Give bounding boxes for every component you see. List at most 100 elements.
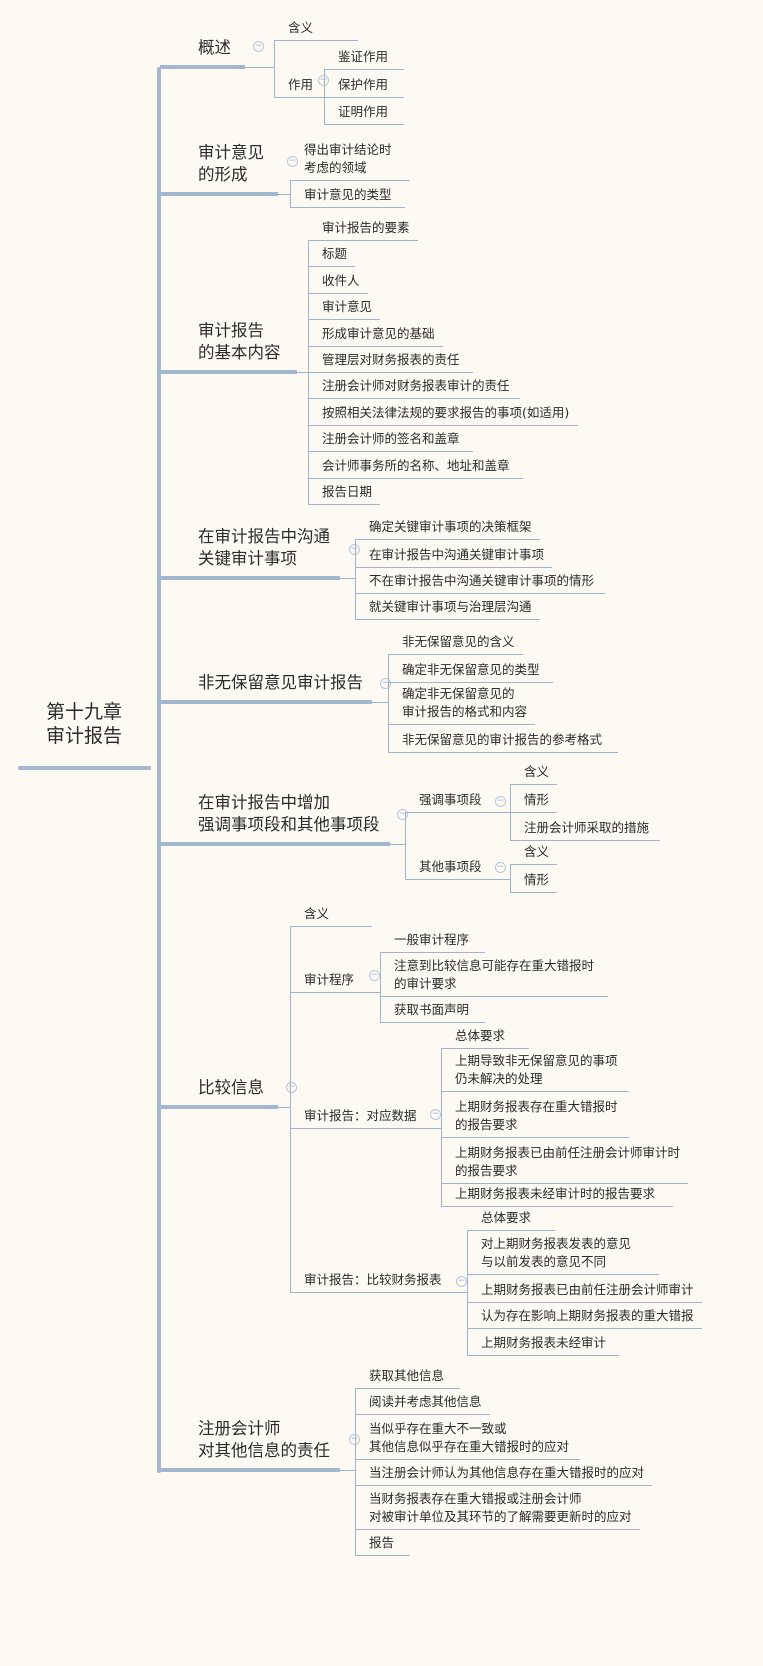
topic-node[interactable]: 上期导致非无保留意见的事项 仍未解决的处理: [441, 1052, 629, 1092]
topic-node[interactable]: 标题: [308, 245, 356, 267]
topic-node[interactable]: 一般审计程序: [380, 931, 485, 953]
collapse-toggle-icon[interactable]: −: [253, 41, 264, 52]
topic-node[interactable]: 审计报告的要素: [308, 219, 418, 241]
collapse-toggle-icon[interactable]: −: [349, 544, 360, 555]
topic-node[interactable]: 审计程序: [290, 971, 370, 993]
group-connector: [355, 539, 356, 620]
topic-node[interactable]: 含义: [274, 19, 358, 41]
topic-node[interactable]: 非无保留意见的含义: [388, 633, 523, 655]
topic-node[interactable]: 非无保留意见的审计报告的参考格式: [388, 731, 618, 753]
topic-node[interactable]: 保护作用: [324, 76, 404, 98]
topic-node[interactable]: 上期财务报表未经审计: [467, 1334, 619, 1356]
topic-node[interactable]: 管理层对财务报表的责任: [308, 351, 473, 373]
topic-node[interactable]: 注意到比较信息可能存在重大错报时 的审计要求: [380, 957, 608, 997]
main-topic[interactable]: 概述: [198, 38, 231, 57]
branch-connector: [495, 812, 510, 813]
main-branch-connector: [160, 192, 278, 196]
topic-node[interactable]: 确定非无保留意见的 审计报告的格式和内容: [388, 685, 536, 725]
topic-node[interactable]: 上期财务报表已由前任注册会计师审计时 的报告要求: [441, 1144, 689, 1184]
group-connector: [467, 1230, 468, 1356]
topic-node[interactable]: 含义: [510, 843, 558, 865]
topic-node[interactable]: 报告: [355, 1534, 410, 1556]
collapse-toggle-icon[interactable]: −: [369, 970, 380, 981]
topic-node[interactable]: 注册会计师对财务报表审计的责任: [308, 377, 520, 399]
group-connector: [388, 654, 389, 753]
topic-node[interactable]: 总体要求: [441, 1027, 529, 1049]
topic-node[interactable]: 审计意见的类型: [290, 186, 405, 208]
main-topic[interactable]: 在审计报告中沟通 关键审计事项: [198, 527, 330, 568]
collapse-toggle-icon[interactable]: −: [456, 1276, 467, 1287]
topic-node[interactable]: 当注册会计师认为其他信息存在重大错报时的应对: [355, 1464, 653, 1486]
collapse-toggle-icon[interactable]: −: [430, 1109, 441, 1120]
topic-node[interactable]: 当似乎存在重大不一致或 其他信息似乎存在重大错报时的应对: [355, 1420, 580, 1460]
topic-node[interactable]: 注册会计师的签名和盖章: [308, 430, 473, 452]
topic-node[interactable]: 获取其他信息: [355, 1367, 460, 1389]
main-topic[interactable]: 非无保留意见审计报告: [198, 673, 363, 692]
branch-connector: [390, 844, 405, 845]
main-topic[interactable]: 注册会计师 对其他信息的责任: [198, 1419, 330, 1460]
topic-node[interactable]: 含义: [510, 763, 558, 785]
collapse-toggle-icon[interactable]: −: [286, 1082, 297, 1093]
topic-node[interactable]: 作用: [274, 76, 324, 98]
group-connector: [290, 926, 291, 1293]
topic-node[interactable]: 情形: [510, 791, 558, 813]
topic-node[interactable]: 会计师事务所的名称、地址和盖章: [308, 457, 523, 479]
root-topic[interactable]: 第十九章 审计报告: [46, 701, 123, 747]
topic-node[interactable]: 上期财务报表未经审计时的报告要求: [441, 1185, 673, 1207]
topic-node[interactable]: 按照相关法律法规的要求报告的事项(如适用): [308, 404, 578, 426]
topic-node[interactable]: 当财务报表存在重大错报或注册会计师 对被审计单位及其环节的了解需要更新时的应对: [355, 1490, 640, 1530]
topic-node[interactable]: 认为存在影响上期财务报表的重大错报: [467, 1307, 702, 1329]
main-branch-connector: [160, 700, 372, 704]
branch-connector: [278, 1107, 290, 1108]
collapse-toggle-icon[interactable]: −: [287, 156, 298, 167]
topic-node[interactable]: 上期财务报表已由前任注册会计师审计: [467, 1281, 702, 1303]
group-connector: [441, 1048, 442, 1207]
group-connector: [355, 1388, 356, 1556]
topic-node[interactable]: 审计意见: [308, 298, 381, 320]
branch-connector: [245, 67, 274, 68]
collapse-toggle-icon[interactable]: −: [397, 809, 408, 820]
topic-node[interactable]: 上期财务报表存在重大错报时 的报告要求: [441, 1098, 629, 1138]
topic-node[interactable]: 阅读并考虑其他信息: [355, 1393, 490, 1415]
topic-node[interactable]: 获取书面声明: [380, 1001, 485, 1023]
topic-node[interactable]: 形成审计意见的基础: [308, 325, 443, 347]
branch-connector: [430, 1128, 441, 1129]
topic-node[interactable]: 鉴证作用: [324, 48, 404, 70]
topic-node[interactable]: 其他事项段: [405, 858, 495, 880]
topic-node[interactable]: 情形: [510, 871, 558, 893]
topic-node[interactable]: 证明作用: [324, 103, 404, 125]
topic-node[interactable]: 总体要求: [467, 1209, 555, 1231]
main-branch-connector: [160, 842, 390, 846]
branch-connector: [372, 702, 388, 703]
topic-node[interactable]: 对上期财务报表发表的意见 与以前发表的意见不同: [467, 1235, 659, 1275]
topic-node[interactable]: 就关键审计事项与治理层沟通: [355, 598, 540, 620]
branch-connector: [278, 194, 290, 195]
collapse-toggle-icon[interactable]: −: [495, 862, 506, 873]
main-topic[interactable]: 审计报告 的基本内容: [198, 321, 281, 362]
topic-node[interactable]: 含义: [290, 905, 372, 927]
branch-connector: [370, 992, 380, 993]
collapse-toggle-icon[interactable]: −: [495, 796, 506, 807]
topic-node[interactable]: 注册会计师采取的措施: [510, 819, 660, 841]
branch-connector: [297, 372, 308, 373]
topic-node[interactable]: 确定非无保留意见的类型: [388, 661, 553, 683]
main-branch-connector: [160, 1105, 278, 1109]
branch-connector: [340, 1470, 355, 1471]
collapse-toggle-icon[interactable]: −: [349, 1434, 360, 1445]
trunk-connector: [157, 67, 161, 1473]
topic-node[interactable]: 在审计报告中沟通关键审计事项: [355, 546, 553, 568]
topic-node[interactable]: 得出审计结论时 考虑的领域: [290, 141, 410, 181]
topic-node[interactable]: 审计报告：对应数据: [290, 1107, 430, 1129]
main-topic[interactable]: 比较信息: [198, 1078, 264, 1097]
main-topic[interactable]: 在审计报告中增加 强调事项段和其他事项段: [198, 793, 380, 834]
topic-node[interactable]: 报告日期: [308, 483, 381, 505]
collapse-toggle-icon[interactable]: −: [318, 75, 329, 86]
main-topic[interactable]: 审计意见 的形成: [198, 143, 264, 184]
group-connector: [290, 180, 291, 208]
topic-node[interactable]: 收件人: [308, 272, 368, 294]
topic-node[interactable]: 不在审计报告中沟通关键审计事项的情形: [355, 572, 605, 594]
topic-node[interactable]: 审计报告：比较财务报表: [290, 1271, 456, 1293]
collapse-toggle-icon[interactable]: −: [380, 678, 391, 689]
topic-node[interactable]: 强调事项段: [405, 791, 495, 813]
topic-node[interactable]: 确定关键审计事项的决策框架: [355, 518, 540, 540]
